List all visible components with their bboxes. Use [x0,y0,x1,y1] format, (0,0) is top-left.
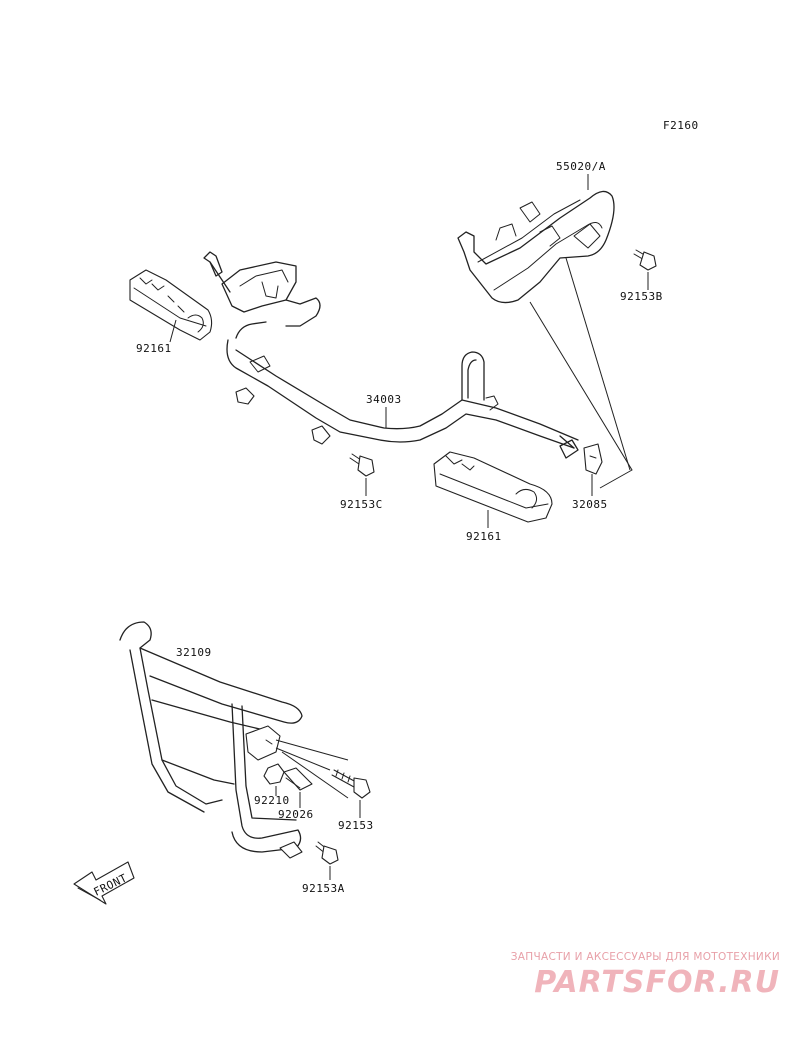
leader-bracket-to-frame-a [529,301,633,489]
label-92026: 92026 [278,808,314,821]
diagram-code: F2160 [663,119,699,132]
label-92153c: 92153C [340,498,383,511]
label-92153: 92153 [338,819,374,832]
nut-92210 [263,763,285,785]
label-32085: 32085 [572,498,608,511]
leader-guard-lower-line [281,751,349,799]
label-92210: 92210 [254,794,290,807]
bolt-92153a [315,841,339,865]
rear-bracket-55020 [457,190,615,304]
label-92153b: 92153B [620,290,663,303]
watermark-logo: PARTSFOR.RU [534,965,780,1000]
bolt-92153c [349,453,375,477]
leader-bracket-to-frame-b [565,257,631,471]
label-55020: 55020/A [556,160,606,173]
main-frame-34003 [203,251,579,459]
label-34003: 34003 [366,393,402,406]
leader-92161-left [169,319,177,343]
label-92161-left: 92161 [136,342,172,355]
watermark-tagline: ЗАПЧАСТИ И АКСЕССУАРЫ ДЛЯ МОТОТЕХНИКИ [510,951,780,963]
front-guard-32109 [119,621,303,859]
footrest-right-92161 [433,451,553,523]
bolt-92153b [633,249,657,271]
bolt-92153 [331,769,371,799]
label-92153a: 92153A [302,882,345,895]
collar-92026 [283,767,313,791]
clamp-32085 [583,443,603,475]
leader-guard-bolt-line [275,739,349,761]
front-arrow-icon: FRONT [73,861,135,905]
leader-guard-collar-line [275,747,331,771]
label-32109: 32109 [176,646,212,659]
footrest-left-92161 [129,269,213,341]
label-92161-right: 92161 [466,530,502,543]
